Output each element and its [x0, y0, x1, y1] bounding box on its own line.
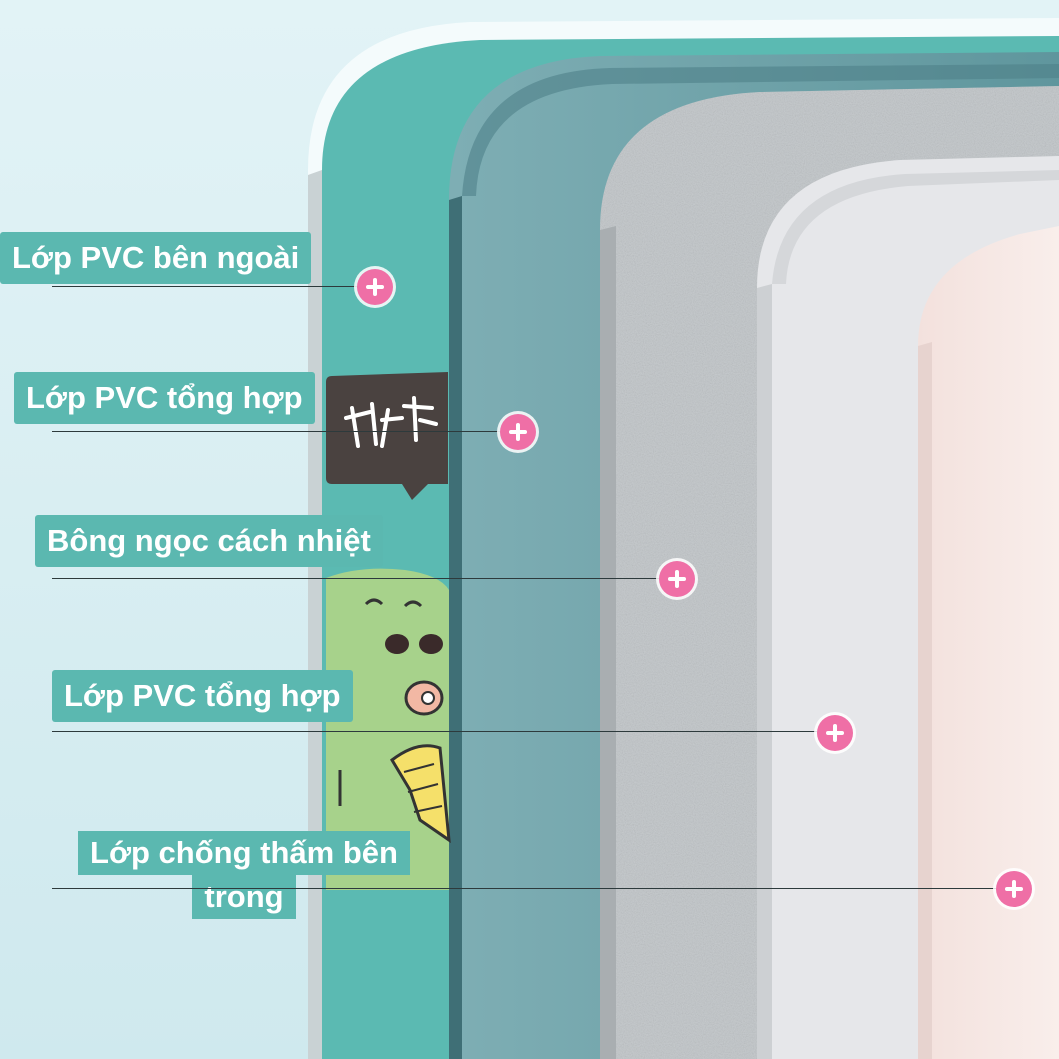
- label-inner-synthetic-pvc: Lớp PVC tổng hợp: [52, 670, 353, 722]
- label-waterproof-lining: Lớp chống thấm bên trong: [64, 831, 424, 919]
- label-outer-pvc: Lớp PVC bên ngoài: [0, 232, 312, 284]
- leader-line-waterproof: [52, 888, 1014, 889]
- label-waterproof-line2: trong: [192, 875, 296, 919]
- label-insulation-cotton: Bông ngọc cách nhiệt: [35, 515, 383, 567]
- plus-marker-icon[interactable]: [817, 715, 853, 751]
- plus-marker-icon[interactable]: [500, 414, 536, 450]
- leader-line-insulation: [52, 578, 676, 579]
- waterproof-lining-layer: [918, 226, 1059, 1059]
- label-synthetic-pvc: Lớp PVC tổng hợp: [14, 372, 315, 424]
- plus-marker-icon[interactable]: [996, 871, 1032, 907]
- speech-bubble: [326, 372, 448, 500]
- label-waterproof-line1: Lớp chống thấm bên: [78, 831, 410, 875]
- plus-marker-icon[interactable]: [357, 269, 393, 305]
- dinosaur-illustration: [326, 568, 451, 890]
- leader-line-outer-pvc: [52, 286, 374, 287]
- leader-line-synthetic-pvc: [52, 431, 516, 432]
- leader-line-inner-pvc: [52, 731, 834, 732]
- plus-marker-icon[interactable]: [659, 561, 695, 597]
